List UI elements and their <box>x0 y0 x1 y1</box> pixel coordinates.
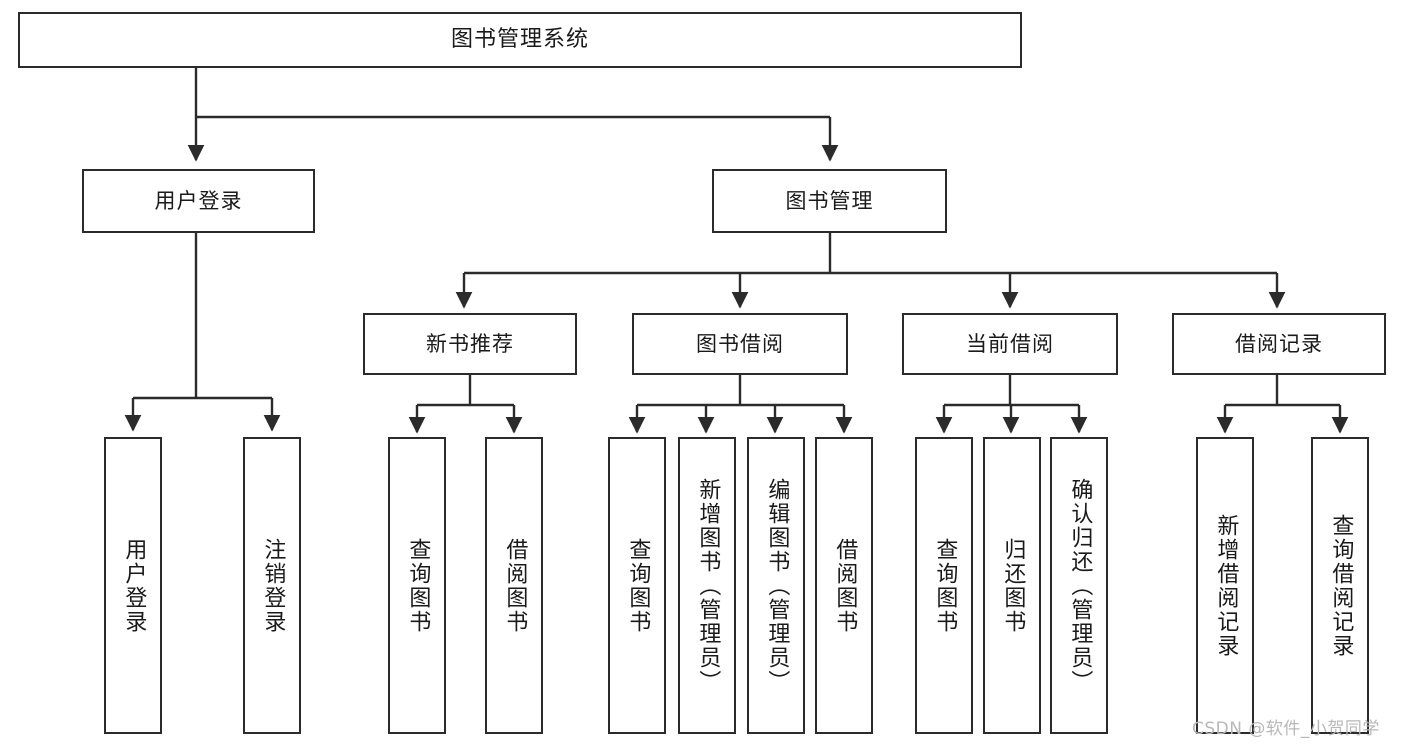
node-label: 图书管理系统 <box>450 27 589 53</box>
leaf-label: 借阅图书 <box>832 537 858 634</box>
leaf-label: 新增图书（管理员） <box>695 477 721 694</box>
leaf-borrow-query-book[interactable]: 查询图书 <box>608 437 666 734</box>
leaf-user-logout[interactable]: 注销登录 <box>243 437 301 734</box>
leaf-label: 编辑图书（管理员） <box>764 477 790 694</box>
leaf-label: 归还图书 <box>1000 537 1026 634</box>
leaf-record-add-borrow-record[interactable]: 新增借阅记录 <box>1196 437 1254 734</box>
leaf-current-confirm-return-admin[interactable]: 确认归还（管理员） <box>1050 437 1108 734</box>
leaf-label: 用户登录 <box>121 537 147 634</box>
leaf-current-return-book[interactable]: 归还图书 <box>983 437 1041 734</box>
node-new-book-recommend[interactable]: 新书推荐 <box>363 313 577 375</box>
leaf-label: 查询图书 <box>625 537 651 634</box>
node-label: 当前借阅 <box>966 331 1054 356</box>
leaf-user-login[interactable]: 用户登录 <box>104 437 162 734</box>
leaf-label: 查询图书 <box>932 537 958 634</box>
leaf-recommend-borrow-book[interactable]: 借阅图书 <box>485 437 543 734</box>
node-root-book-management-system[interactable]: 图书管理系统 <box>18 12 1022 68</box>
leaf-borrow-add-book-admin[interactable]: 新增图书（管理员） <box>678 437 736 734</box>
node-borrow-record[interactable]: 借阅记录 <box>1172 313 1386 375</box>
node-label: 图书管理 <box>785 188 874 213</box>
leaf-label: 确认归还（管理员） <box>1067 477 1093 694</box>
leaf-label: 查询借阅记录 <box>1328 513 1354 658</box>
node-current-borrow[interactable]: 当前借阅 <box>902 313 1118 375</box>
node-user-login[interactable]: 用户登录 <box>82 169 315 233</box>
leaf-label: 新增借阅记录 <box>1213 513 1239 658</box>
node-label: 用户登录 <box>154 188 243 213</box>
leaf-label: 查询图书 <box>405 537 431 634</box>
node-label: 借阅记录 <box>1235 331 1323 356</box>
leaf-borrow-borrow-book[interactable]: 借阅图书 <box>815 437 873 734</box>
leaf-current-query-book[interactable]: 查询图书 <box>915 437 973 734</box>
leaf-record-query-borrow-record[interactable]: 查询借阅记录 <box>1311 437 1369 734</box>
leaf-label: 注销登录 <box>260 537 286 634</box>
leaf-recommend-query-book[interactable]: 查询图书 <box>388 437 446 734</box>
node-book-management[interactable]: 图书管理 <box>712 169 947 233</box>
node-label: 新书推荐 <box>426 331 514 356</box>
leaf-borrow-edit-book-admin[interactable]: 编辑图书（管理员） <box>747 437 805 734</box>
node-label: 图书借阅 <box>696 331 784 356</box>
leaf-label: 借阅图书 <box>502 537 528 634</box>
node-book-borrow[interactable]: 图书借阅 <box>632 313 848 375</box>
